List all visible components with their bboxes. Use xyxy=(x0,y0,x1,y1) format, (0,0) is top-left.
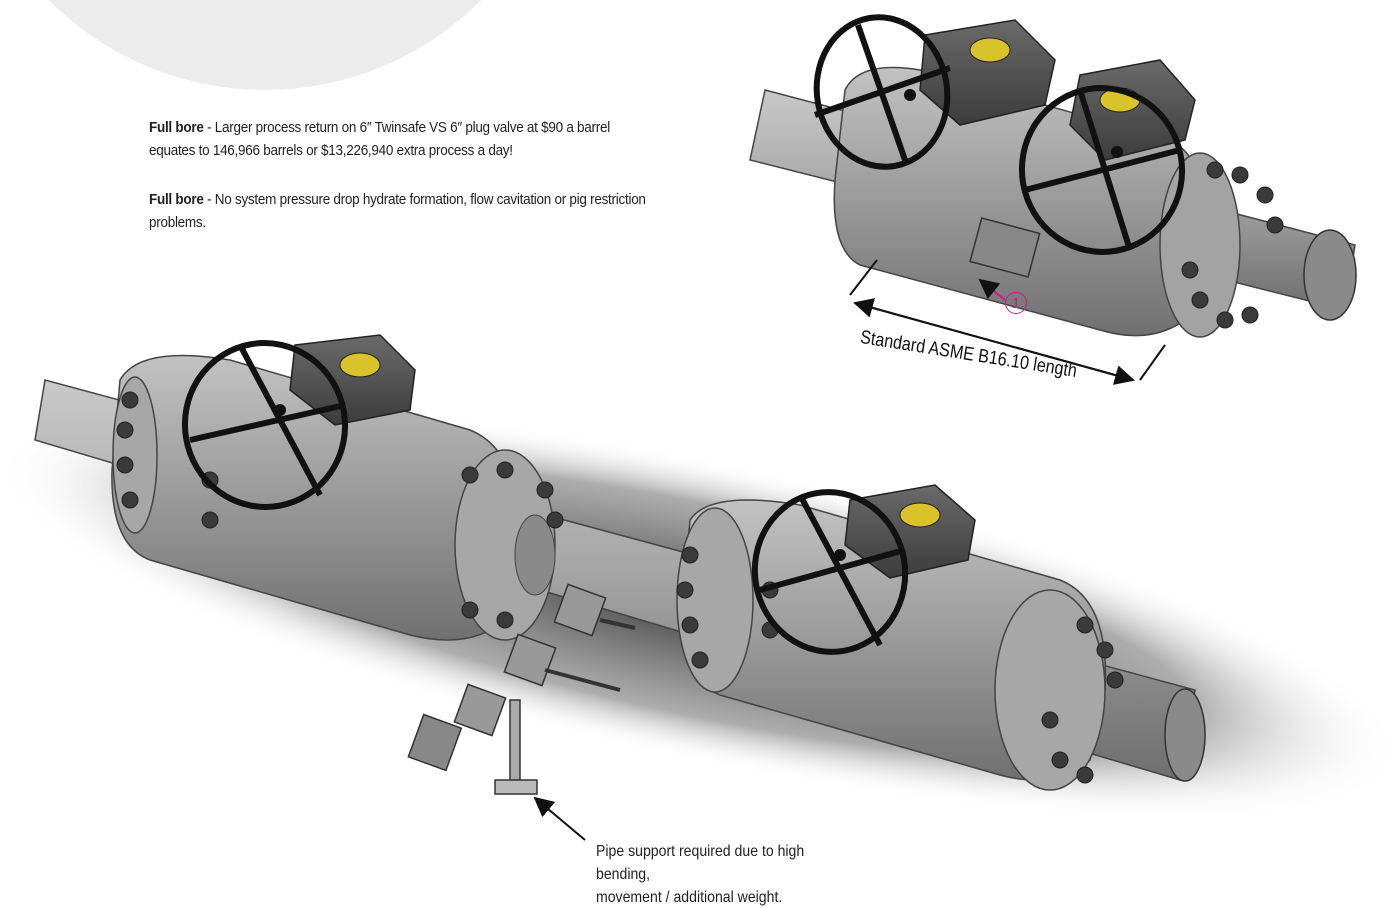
twinsafe-valve xyxy=(749,14,1357,385)
callout-number-badge: 1 xyxy=(1005,292,1027,314)
para1-heading: Full bore xyxy=(149,119,204,136)
pipe-support-note-line-1: Pipe support required due to high bendin… xyxy=(596,843,805,883)
valve-illustration xyxy=(0,14,1388,841)
para1-body: - Larger process return on 6″ Twinsafe V… xyxy=(149,119,610,159)
pipe-support-note: Pipe support required due to high bendin… xyxy=(596,840,860,909)
para2-body: - No system pressure drop hydrate format… xyxy=(149,191,646,231)
full-bore-paragraph-1: Full bore - Larger process return on 6″ … xyxy=(149,116,653,162)
pipe-support-note-line-2: movement / additional weight. xyxy=(596,889,783,906)
para2-heading: Full bore xyxy=(149,191,204,208)
full-bore-paragraph-2: Full bore - No system pressure drop hydr… xyxy=(149,188,653,234)
double-valve-assembly xyxy=(34,334,1206,841)
